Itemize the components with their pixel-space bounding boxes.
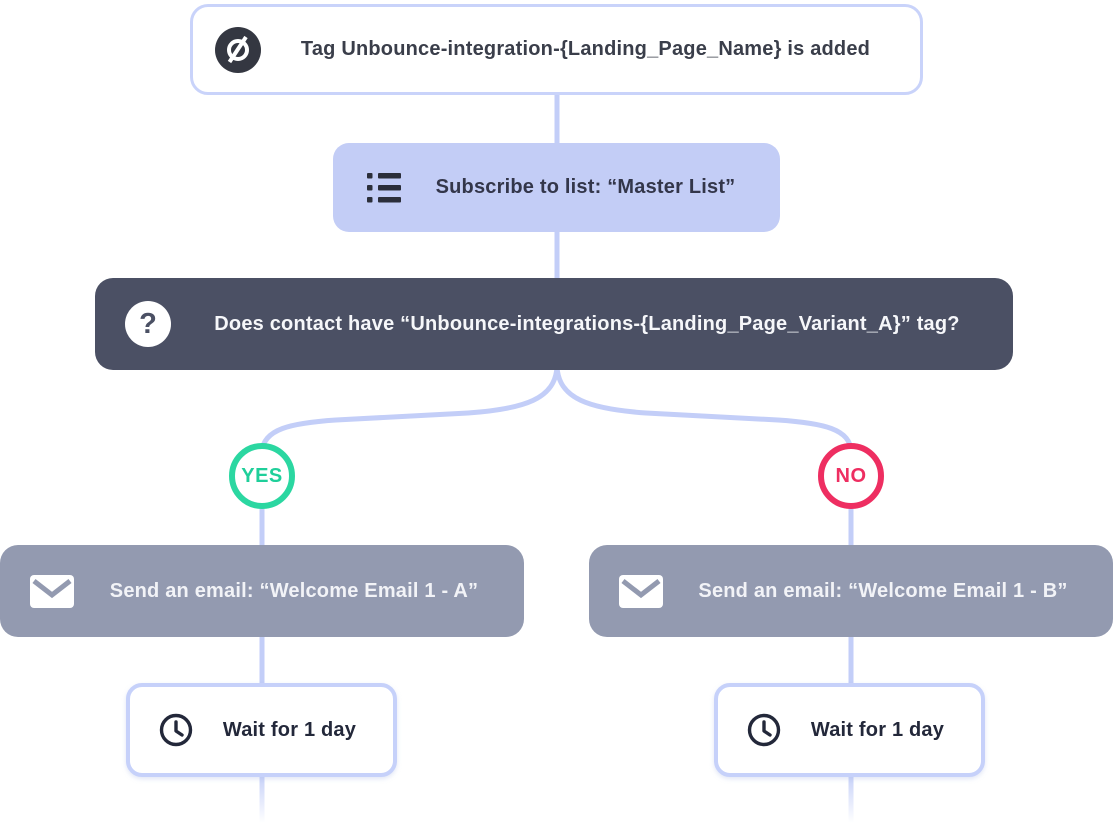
- wait-b-node[interactable]: Wait for 1 day: [714, 683, 985, 777]
- send-email-a-label: Send an email: “Welcome Email 1 - A”: [109, 579, 479, 602]
- no-label: NO: [835, 464, 867, 487]
- yes-branch-badge[interactable]: YES: [229, 443, 295, 509]
- envelope-icon: [30, 574, 74, 608]
- send-email-b-label: Send an email: “Welcome Email 1 - B”: [698, 579, 1068, 602]
- wait-b-label: Wait for 1 day: [810, 718, 945, 741]
- envelope-icon: [619, 574, 663, 608]
- wait-a-label: Wait for 1 day: [222, 718, 357, 741]
- connector-condition-yes: [259, 365, 560, 453]
- connector-wait-b-continue: [848, 772, 854, 823]
- no-branch-badge[interactable]: NO: [818, 443, 884, 509]
- send-email-a-node[interactable]: Send an email: “Welcome Email 1 - A”: [0, 545, 524, 637]
- clock-icon: [158, 712, 194, 748]
- clock-icon: [746, 712, 782, 748]
- send-email-b-node[interactable]: Send an email: “Welcome Email 1 - B”: [589, 545, 1113, 637]
- subscribe-node[interactable]: Subscribe to list: “Master List”: [333, 143, 780, 232]
- unbounce-icon: [215, 26, 261, 73]
- yes-label: YES: [241, 464, 283, 487]
- connector-wait-a-continue: [259, 772, 265, 823]
- trigger-node[interactable]: Tag Unbounce-integration-{Landing_Page_N…: [190, 4, 923, 95]
- trigger-label: Tag Unbounce-integration-{Landing_Page_N…: [300, 38, 871, 60]
- connector-condition-no: [554, 365, 854, 453]
- wait-a-node[interactable]: Wait for 1 day: [126, 683, 397, 777]
- condition-label: Does contact have “Unbounce-integrations…: [214, 312, 960, 335]
- subscribe-label: Subscribe to list: “Master List”: [435, 176, 736, 198]
- list-icon: [367, 172, 401, 203]
- question-icon: ?: [125, 301, 171, 347]
- condition-node[interactable]: ? Does contact have “Unbounce-integratio…: [95, 278, 1013, 370]
